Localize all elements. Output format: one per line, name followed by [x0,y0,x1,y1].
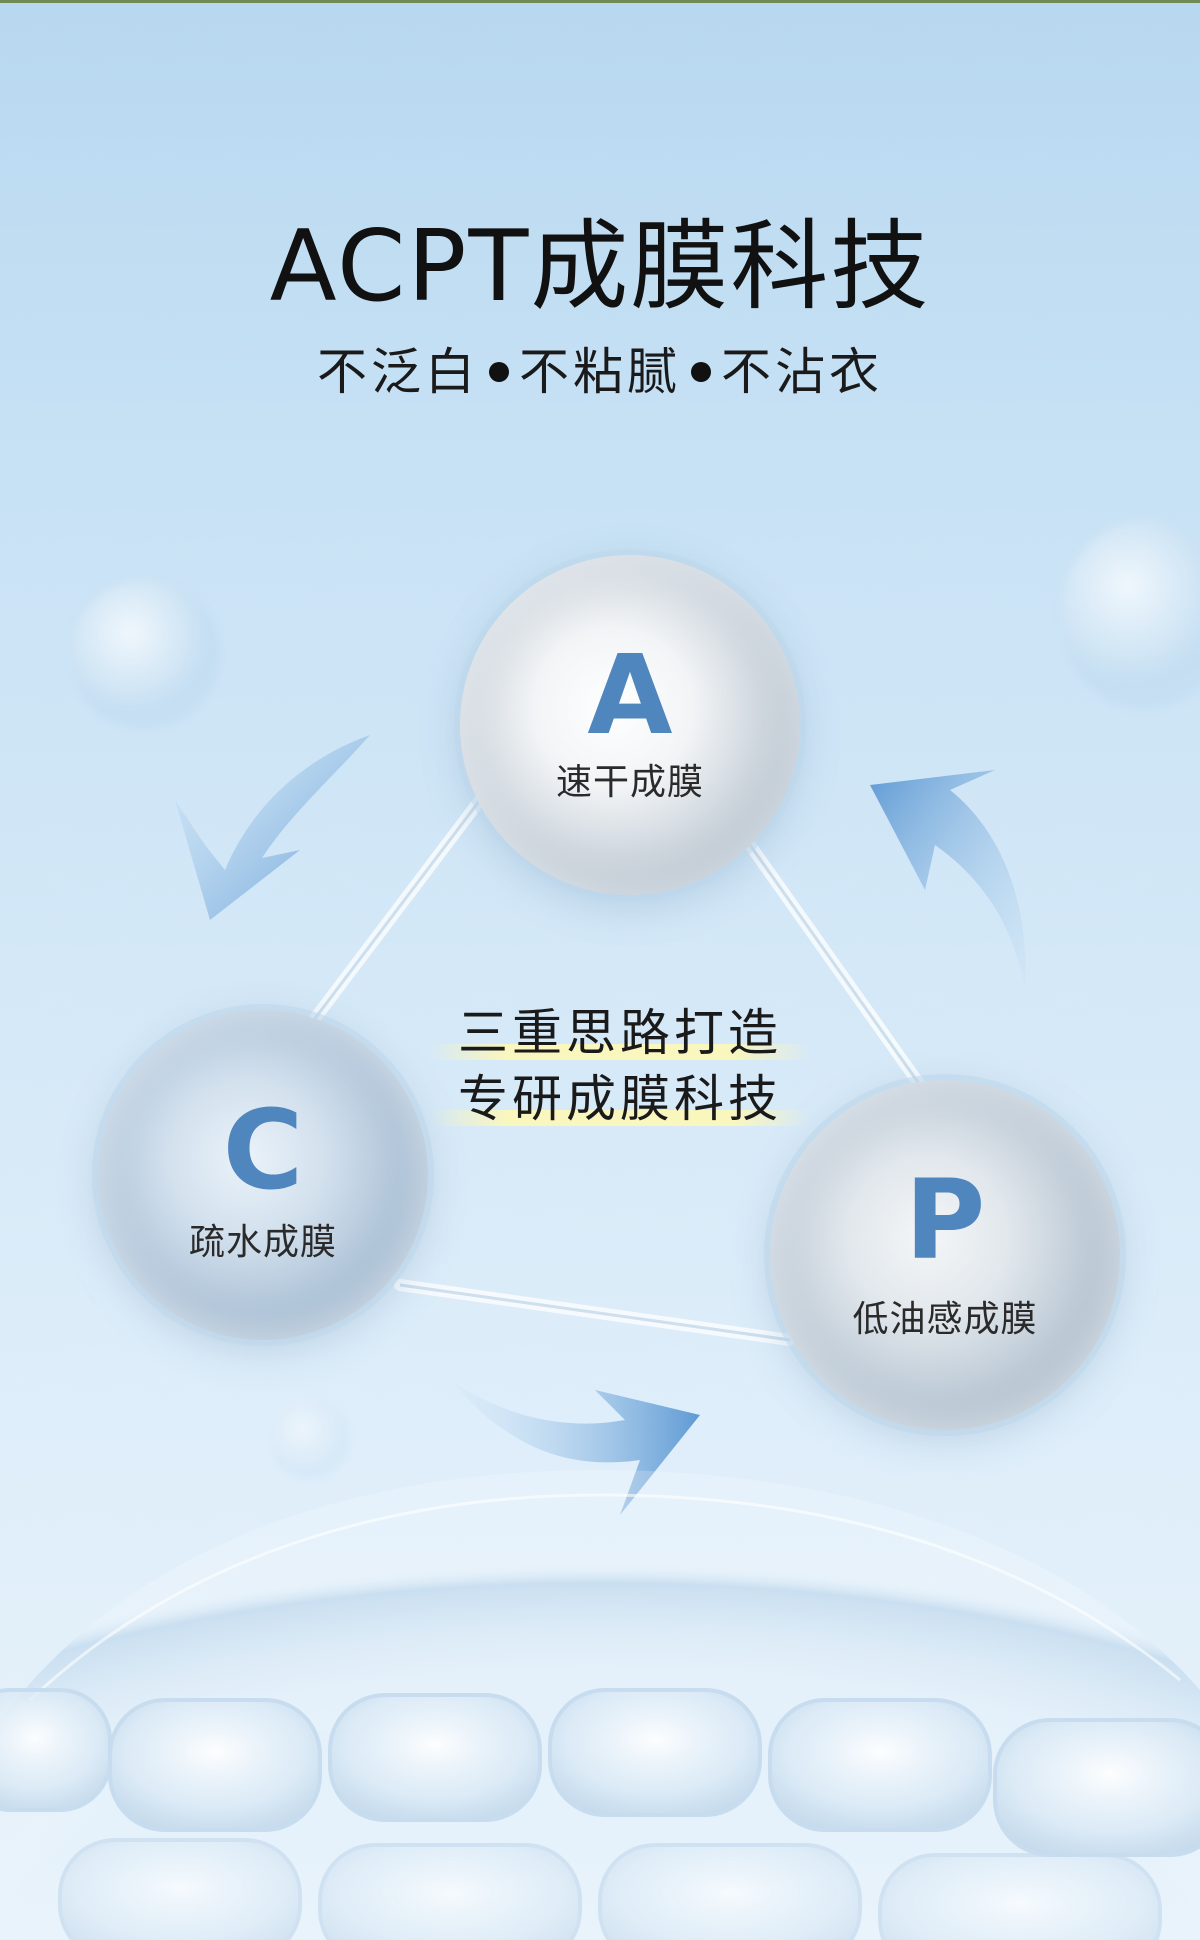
sphere-c: C 疏水成膜 [98,1010,428,1340]
sphere-label: 速干成膜 [555,762,704,803]
bullet-icon [691,361,711,382]
feature-item: 不泛白 [317,343,479,401]
page-title: ACPT成膜科技 [269,210,931,324]
sphere-p: P 低油感成膜 [770,1080,1120,1430]
sphere-letter: C [222,1086,304,1214]
sphere-label: 低油感成膜 [852,1299,1038,1340]
bullet-icon [489,361,509,382]
caption-line: 专研成膜科技 [430,1066,810,1132]
bg-bubble [70,580,220,730]
bg-bubble [270,1400,350,1480]
caption-line: 三重思路打造 [430,1000,810,1066]
cell-strip [0,1688,1200,1940]
center-caption: 三重思路打造 专研成膜科技 [430,1000,810,1132]
sphere-letter: P [904,1156,986,1284]
feature-item: 不粘腻 [519,343,681,401]
top-divider [0,0,1200,3]
feature-list: 不泛白不粘腻不沾衣 [0,340,1200,404]
bg-bubble [1060,520,1200,710]
cycle-arrow-icon [870,770,1026,990]
sphere-label: 疏水成膜 [188,1222,337,1263]
cycle-arrow-icon [175,735,370,920]
sphere-letter: A [587,631,673,759]
sphere-a: A 速干成膜 [460,555,800,895]
feature-item: 不沾衣 [721,343,883,401]
